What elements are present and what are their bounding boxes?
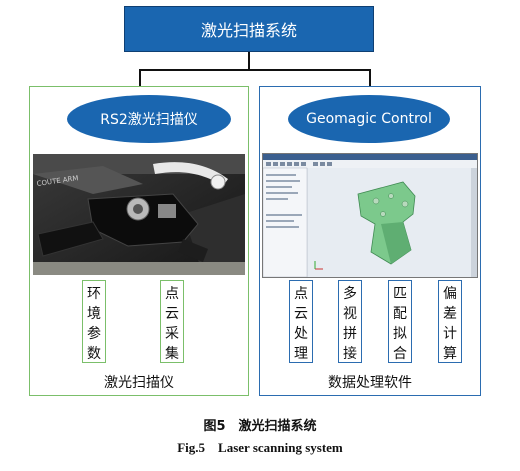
- scanner-panel: [29, 86, 249, 396]
- item-char: 境: [87, 306, 101, 322]
- software-caption-text: 数据处理软件: [328, 375, 412, 391]
- item-char: 数: [87, 346, 101, 362]
- software-name-ellipse: Geomagic Control: [288, 95, 450, 143]
- item-char: 参: [87, 326, 101, 342]
- item-point-cloud-processing: 点云处理: [289, 280, 313, 363]
- item-char: 拼: [343, 326, 357, 342]
- item-char: 点云处理: [293, 284, 309, 364]
- item-char: 采: [165, 326, 179, 342]
- item-char: 配: [393, 306, 407, 322]
- item-char: 匹: [393, 286, 407, 302]
- connector-right-drop: [369, 69, 371, 86]
- item-char: 拟: [393, 326, 407, 342]
- item-deviation-calc: 偏差计算: [438, 280, 462, 363]
- item-char: 环境参数: [86, 284, 102, 364]
- scanner-photo-art: COUTE ARM: [33, 154, 245, 275]
- item-char: 多: [343, 286, 357, 302]
- item-char: 处: [294, 326, 308, 342]
- item-char: 偏差计算: [442, 284, 458, 364]
- system-title: 激光扫描系统: [200, 21, 297, 40]
- scanner-name-ellipse: RS2激光扫描仪: [67, 95, 231, 143]
- item-char: 算: [443, 346, 457, 362]
- item-char: 理: [294, 346, 308, 362]
- scanner-photo: COUTE ARM: [33, 154, 245, 275]
- item-char: 合: [393, 346, 407, 362]
- scanner-caption: 激光扫描仪: [29, 372, 249, 392]
- item-char: 偏: [443, 286, 457, 302]
- item-char: 视: [343, 306, 357, 322]
- item-char: 云: [294, 306, 308, 322]
- item-point-cloud-capture: 点云采集: [160, 280, 184, 363]
- system-title-box: 激光扫描系统: [124, 6, 374, 52]
- item-multi-view-stitching: 多视拼接: [338, 280, 362, 363]
- scanner-name: RS2激光扫描仪: [100, 112, 198, 128]
- item-char: 点: [294, 286, 308, 302]
- item-char: 多视拼接: [342, 284, 358, 364]
- item-char: 点: [165, 286, 179, 302]
- figure-caption-cn: 图5 激光扫描系统: [203, 419, 317, 434]
- software-panel: [259, 86, 481, 396]
- connector-vertical-top: [248, 52, 250, 70]
- software-screenshot-art: [263, 154, 477, 277]
- item-char: 匹配拟合: [392, 284, 408, 364]
- item-matching-fitting: 匹配拟合: [388, 280, 412, 363]
- item-char: 云: [165, 306, 179, 322]
- item-char: 接: [343, 346, 357, 362]
- software-name: Geomagic Control: [306, 111, 432, 127]
- item-char: 计: [443, 326, 457, 342]
- item-char: 集: [165, 346, 179, 362]
- scanner-caption-text: 激光扫描仪: [104, 375, 174, 391]
- item-char: 环: [87, 286, 101, 302]
- item-char: 点云采集: [164, 284, 180, 364]
- item-environment-params: 环境参数: [82, 280, 106, 363]
- connector-left-drop: [139, 69, 141, 86]
- software-caption: 数据处理软件: [259, 372, 481, 392]
- figure-caption-en: Fig.5 Laser scanning system: [177, 440, 343, 455]
- connector-horizontal: [139, 69, 370, 71]
- software-screenshot: [262, 153, 478, 278]
- item-char: 差: [443, 306, 457, 322]
